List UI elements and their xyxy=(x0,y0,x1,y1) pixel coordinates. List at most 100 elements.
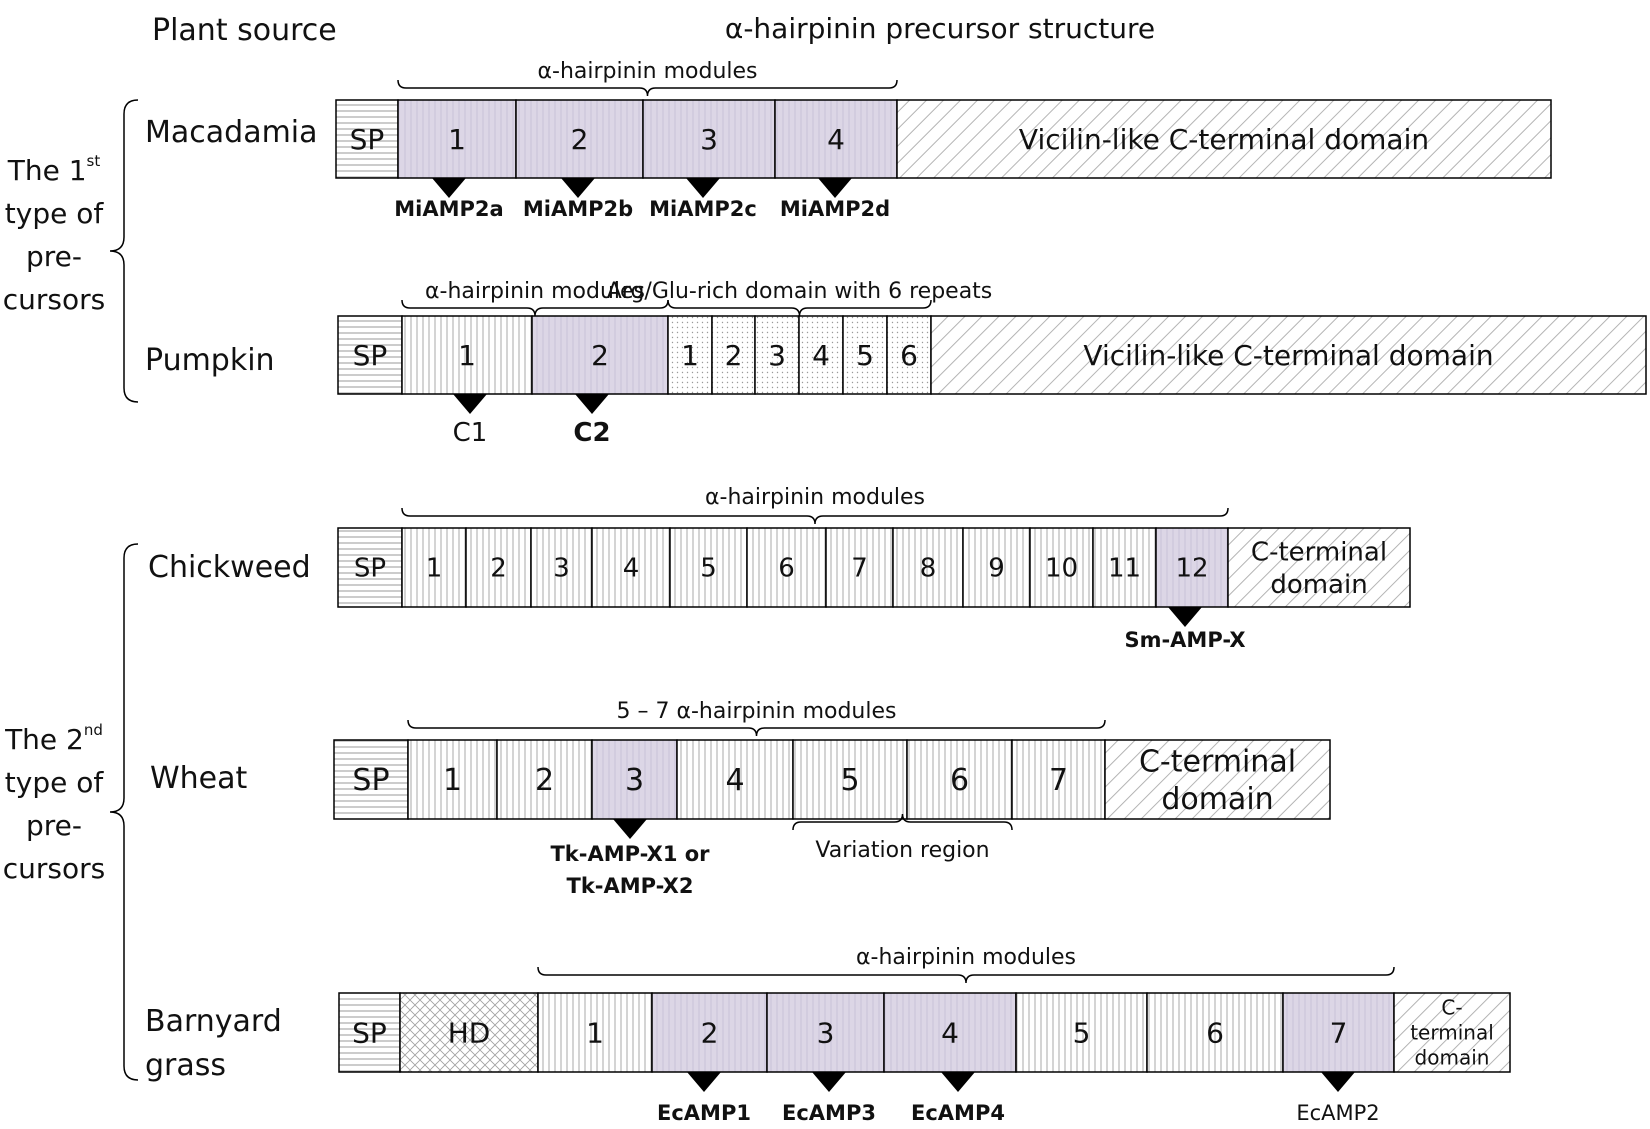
segment-label: domain xyxy=(1415,1046,1490,1070)
plant-name: grass xyxy=(145,1048,226,1083)
module-brace xyxy=(401,299,669,317)
segment-box xyxy=(842,315,888,395)
peptide-label: MiAMP2d xyxy=(780,197,890,221)
segment-box xyxy=(1104,739,1331,820)
peptide-label: EcAMP4 xyxy=(911,1101,1005,1125)
segment-label: 3 xyxy=(700,123,718,156)
segment-box xyxy=(531,315,669,395)
segment-box xyxy=(401,527,467,608)
segment-box xyxy=(537,992,653,1073)
precursor-segment: 3 xyxy=(754,315,800,395)
segment-label: SP xyxy=(353,339,388,372)
module-brace xyxy=(401,507,1229,525)
precursor-segment: 2 xyxy=(711,315,756,395)
segment-label: 1 xyxy=(681,339,699,372)
segment-label: 7 xyxy=(1049,763,1068,798)
segment-label: 2 xyxy=(725,339,743,372)
segment-box xyxy=(667,315,713,395)
group-label: pre- xyxy=(26,809,82,842)
precursor-segment: 1 xyxy=(667,315,713,395)
segment-label: 4 xyxy=(941,1016,959,1049)
segment-label: domain xyxy=(1270,570,1367,600)
segment-label: 6 xyxy=(950,763,969,798)
precursor-segment: 3 xyxy=(642,99,776,179)
segment-label: 4 xyxy=(725,763,744,798)
segment-label: 3 xyxy=(817,1016,835,1049)
segment-label: 3 xyxy=(553,554,570,584)
precursor-segment: 7 xyxy=(1282,992,1395,1073)
segment-label: 6 xyxy=(1206,1016,1224,1049)
segment-box xyxy=(1227,527,1411,608)
segment-label: 3 xyxy=(625,763,644,798)
segment-label: SP xyxy=(352,763,389,798)
module-brace xyxy=(537,966,1395,984)
segment-box xyxy=(496,739,593,820)
segment-label: 2 xyxy=(591,339,609,372)
precursor-segment: 12 xyxy=(1155,527,1229,608)
precursor-segment: 2 xyxy=(651,992,768,1073)
peptide-label: Sm-AMP-X xyxy=(1124,628,1245,652)
peptide-label: Tk-AMP-X1 or xyxy=(550,842,710,866)
segment-label: 5 xyxy=(700,554,717,584)
segment-label: 5 xyxy=(1073,1016,1091,1049)
segment-box xyxy=(962,527,1031,608)
precursor-segment: 1 xyxy=(401,527,467,608)
precursor-segment: 1 xyxy=(397,99,517,179)
cleavage-marker xyxy=(453,394,487,414)
segment-box xyxy=(792,739,908,820)
precursor-segment: 6 xyxy=(886,315,932,395)
precursor-segment: 5 xyxy=(669,527,748,608)
precursor-segment: 6 xyxy=(746,527,827,608)
group-label: type of xyxy=(5,766,105,799)
brace-label: α-hairpinin modules xyxy=(856,945,1076,970)
segment-box xyxy=(407,739,498,820)
precursor-segment: 5 xyxy=(1015,992,1148,1073)
segment-box xyxy=(1092,527,1157,608)
cleavage-marker xyxy=(687,1072,721,1092)
cleavage-marker xyxy=(561,178,595,198)
segment-box xyxy=(338,992,401,1073)
segment-label: 12 xyxy=(1175,554,1208,584)
module-brace xyxy=(397,79,898,97)
precursor-segment: 3 xyxy=(591,739,678,820)
brace-label: α-hairpinin modules xyxy=(538,59,758,84)
cleavage-marker xyxy=(432,178,466,198)
segment-box xyxy=(397,99,517,179)
segment-box xyxy=(825,527,894,608)
cleavage-marker xyxy=(812,1072,846,1092)
precursor-segment: 3 xyxy=(766,992,885,1073)
segment-label: 7 xyxy=(1330,1016,1348,1049)
precursor-segment: 3 xyxy=(530,527,593,608)
peptide-label: MiAMP2b xyxy=(523,197,633,221)
segment-label: 2 xyxy=(535,763,554,798)
brace-label: 5 – 7 α-hairpinin modules xyxy=(617,699,897,724)
segment-label: 10 xyxy=(1045,554,1078,584)
module-brace xyxy=(407,719,1106,737)
segment-label: HD xyxy=(448,1016,491,1049)
peptide-label: C1 xyxy=(453,418,488,448)
segment-label: 11 xyxy=(1108,554,1141,584)
plant-name: Macadamia xyxy=(145,115,318,150)
segment-label: 2 xyxy=(701,1016,719,1049)
segment-box xyxy=(333,739,409,820)
precursor-segment: 2 xyxy=(465,527,532,608)
precursor-segment: 6 xyxy=(1146,992,1284,1073)
brace-label: Variation region xyxy=(815,838,989,863)
segment-label: C- xyxy=(1441,996,1462,1020)
segment-box xyxy=(1393,992,1511,1073)
segment-label: 1 xyxy=(458,339,476,372)
precursor-segment: 1 xyxy=(401,315,533,395)
structure-header: α-hairpinin precursor structure xyxy=(725,12,1155,45)
precursor-segment: 4 xyxy=(591,527,671,608)
segment-box xyxy=(930,315,1647,395)
precursor-segment: 5 xyxy=(842,315,888,395)
precursor-segment: Vicilin-like C-terminal domain xyxy=(930,315,1647,395)
segment-box xyxy=(1011,739,1106,820)
segment-box xyxy=(896,99,1552,179)
segment-box xyxy=(883,992,1017,1073)
peptide-label: EcAMP3 xyxy=(782,1101,876,1125)
